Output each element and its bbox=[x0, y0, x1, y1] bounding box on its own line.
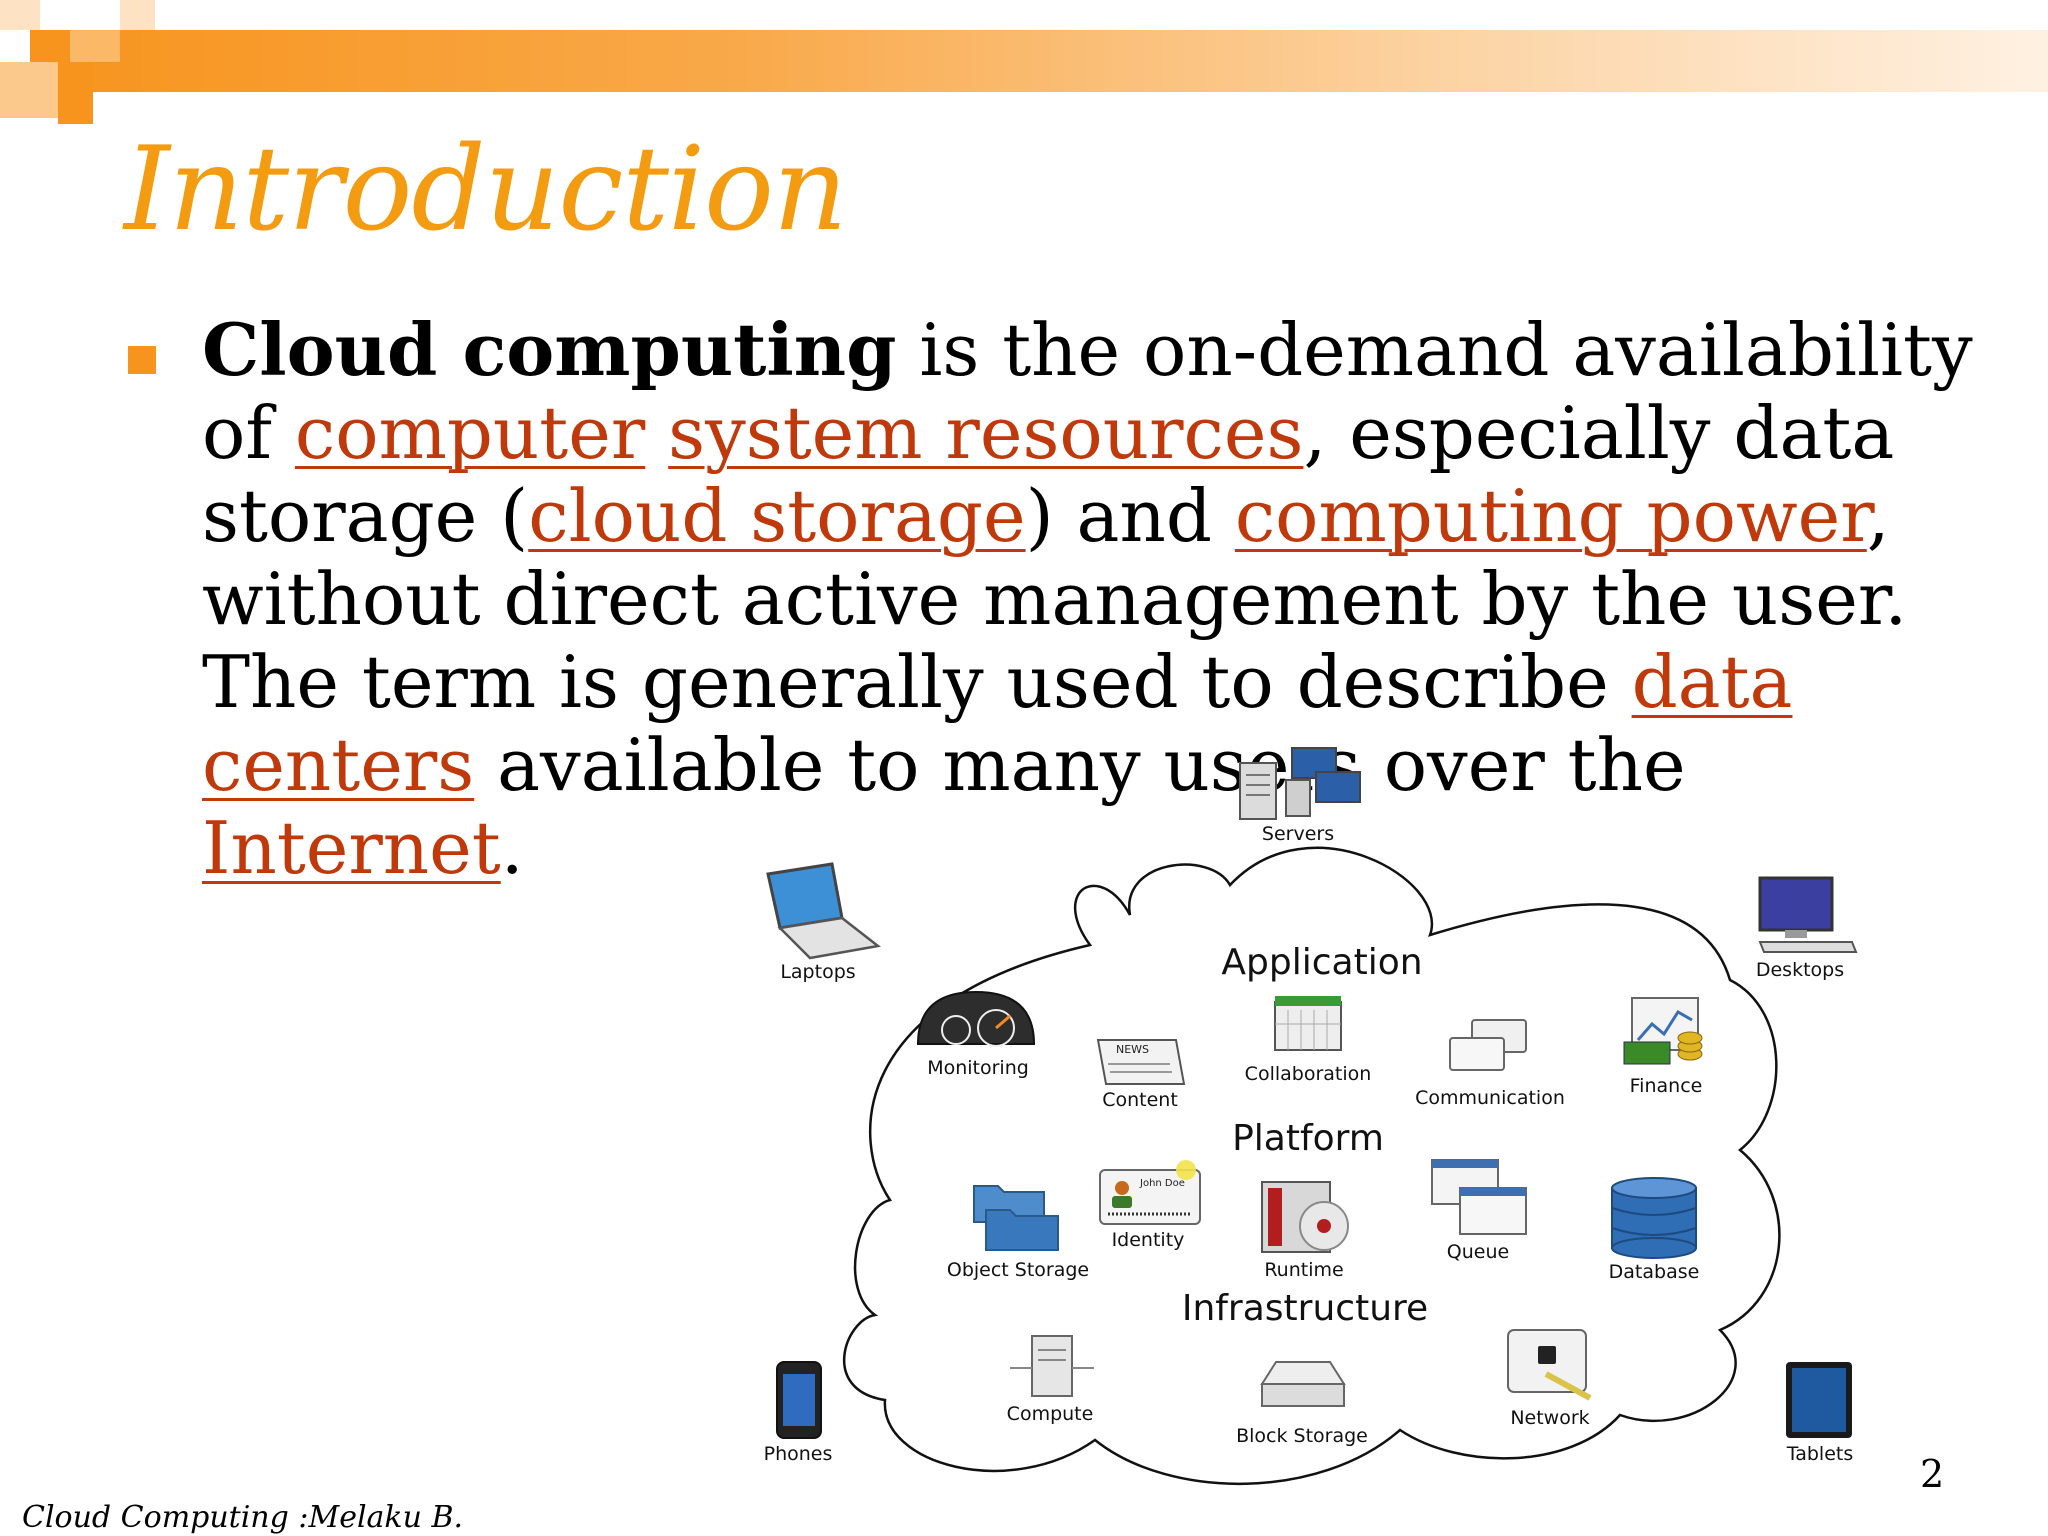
identity-icon: John Doe bbox=[1099, 1160, 1201, 1225]
link-data-centers[interactable]: data centers bbox=[202, 640, 1793, 807]
finance-icon bbox=[1623, 997, 1703, 1065]
paragraph-text: is the on-demand availability of bbox=[202, 308, 1973, 475]
decor-square bbox=[120, 0, 155, 30]
network-label: Network bbox=[1510, 1407, 1589, 1429]
network-icon bbox=[1507, 1329, 1592, 1401]
database-label: Database bbox=[1609, 1261, 1700, 1283]
decor-square bbox=[30, 30, 70, 62]
paragraph-text: available to many users over the bbox=[474, 723, 1686, 807]
news-label: NEWS bbox=[1116, 1043, 1149, 1056]
layer-platform: Platform bbox=[1232, 1118, 1384, 1159]
block-storage-label: Block Storage bbox=[1236, 1425, 1368, 1447]
runtime-label: Runtime bbox=[1264, 1259, 1343, 1281]
paragraph-text: ) and bbox=[1025, 474, 1235, 558]
content-icon: NEWS bbox=[1096, 1039, 1186, 1085]
link-cloud-storage[interactable]: cloud storage bbox=[528, 474, 1026, 558]
footer-caption: Cloud Computing :Melaku B. bbox=[22, 1500, 464, 1535]
runtime-icon bbox=[1261, 1181, 1349, 1253]
collaboration-label: Collaboration bbox=[1245, 1063, 1372, 1085]
object-storage-label: Object Storage bbox=[947, 1259, 1089, 1281]
laptops-label: Laptops bbox=[780, 961, 855, 983]
layer-application: Application bbox=[1221, 942, 1422, 983]
slide-title: Introduction bbox=[124, 122, 848, 257]
bullet-marker bbox=[128, 346, 156, 374]
link-computing-power[interactable]: computing power bbox=[1234, 474, 1867, 558]
identity-label: Identity bbox=[1112, 1229, 1185, 1251]
link-computer[interactable]: computer bbox=[294, 391, 646, 475]
finance-label: Finance bbox=[1630, 1075, 1703, 1097]
collaboration-icon bbox=[1274, 996, 1342, 1051]
object-storage-icon bbox=[973, 1185, 1059, 1251]
decor-square bbox=[58, 62, 93, 124]
database-icon bbox=[1611, 1177, 1697, 1259]
phones-label: Phones bbox=[764, 1443, 833, 1465]
id-card-name: John Doe bbox=[1139, 1178, 1185, 1189]
decor-square bbox=[70, 30, 120, 62]
paragraph-text bbox=[645, 391, 668, 475]
monitoring-icon bbox=[916, 990, 1036, 1047]
block-storage-icon bbox=[1260, 1361, 1346, 1407]
layer-infrastructure: Infrastructure bbox=[1182, 1288, 1428, 1329]
tablets-icon bbox=[1786, 1362, 1852, 1438]
monitoring-label: Monitoring bbox=[927, 1057, 1029, 1079]
tablets-label: Tablets bbox=[1786, 1443, 1853, 1465]
phones-icon bbox=[776, 1361, 822, 1439]
compute-icon bbox=[1010, 1335, 1094, 1397]
link-system-resources[interactable]: system resources bbox=[668, 391, 1304, 475]
header-gradient-bar bbox=[40, 30, 2048, 92]
desktops-label: Desktops bbox=[1756, 959, 1844, 981]
decor-square bbox=[0, 0, 40, 30]
decor-square bbox=[0, 62, 58, 118]
paragraph-text: , without direct active management by th… bbox=[202, 474, 1908, 724]
definition-paragraph: Cloud computing is the on-demand availab… bbox=[202, 308, 2002, 890]
link-internet[interactable]: Internet bbox=[202, 806, 501, 890]
paragraph-text: , especially data storage ( bbox=[202, 391, 1895, 558]
communication-label: Communication bbox=[1415, 1087, 1565, 1109]
compute-label: Compute bbox=[1007, 1403, 1094, 1425]
cloud-outline bbox=[843, 846, 1781, 1486]
page-number: 2 bbox=[1920, 1452, 1945, 1496]
content-label: Content bbox=[1102, 1089, 1178, 1111]
communication-icon bbox=[1449, 1019, 1527, 1071]
term-cloud-computing: Cloud computing bbox=[202, 307, 897, 392]
queue-label: Queue bbox=[1447, 1241, 1509, 1263]
paragraph-text: . bbox=[500, 806, 524, 890]
queue-icon bbox=[1431, 1159, 1527, 1235]
